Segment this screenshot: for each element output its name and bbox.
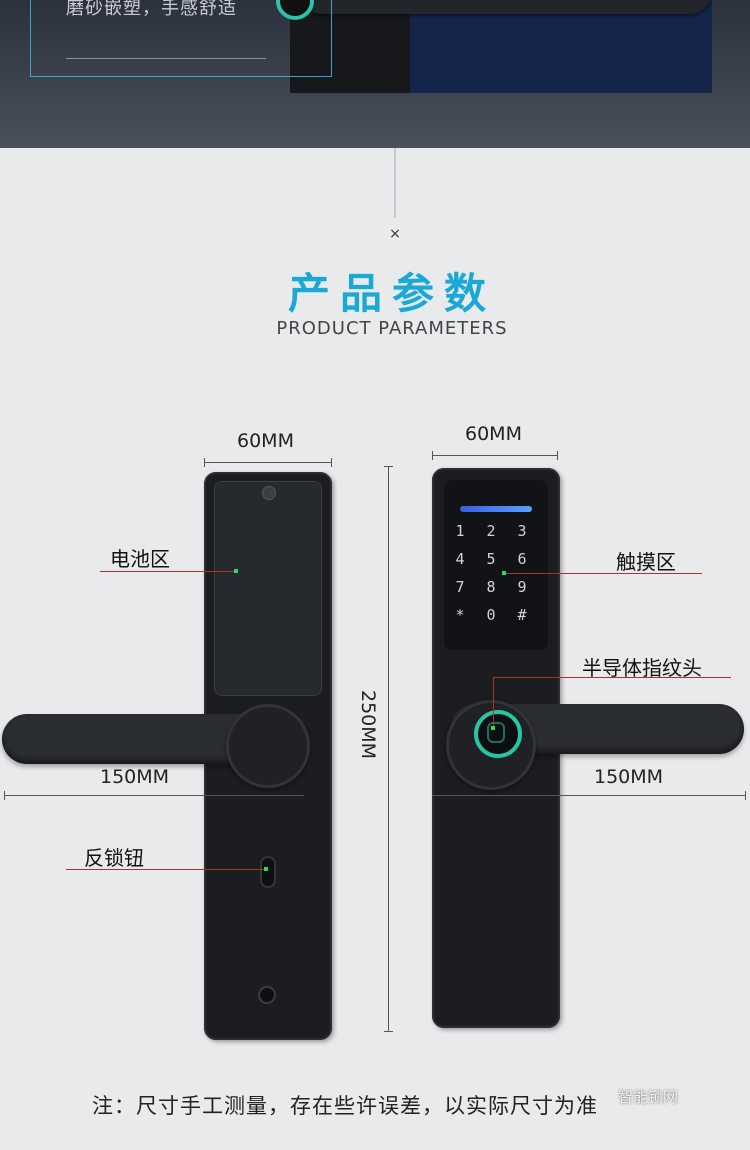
caption-frame [30, 0, 332, 77]
section-subtitle: PRODUCT PARAMETERS [276, 318, 508, 339]
back-handle-rosette [226, 704, 310, 788]
front-width-label: 60MM [465, 423, 522, 445]
battery-area-label: 电池区 [110, 547, 170, 571]
keypad-key: 1 [455, 522, 465, 540]
keypad-key: 7 [455, 578, 465, 596]
battery-cover [214, 481, 322, 696]
knob-pointer-dot [264, 867, 268, 871]
battery-pointer-line [100, 571, 236, 572]
back-width-line [204, 462, 332, 463]
height-line [388, 466, 389, 1032]
back-handle-length-label: 150MM [100, 766, 170, 788]
measurement-note: 注：尺寸手工测量，存在些许误差，以实际尺寸为准 [92, 1094, 598, 1118]
anti-lock-knob-label: 反锁钮 [84, 846, 144, 870]
watermark: 智能锁网 [618, 1088, 679, 1106]
front-handle-length-label: 150MM [594, 766, 664, 788]
keyhole-icon [260, 988, 274, 1002]
card-indicator-bar [460, 506, 532, 512]
fingerprint-ring [474, 710, 522, 758]
height-label: 250MM [357, 690, 379, 760]
back-handle-length-line [4, 795, 304, 796]
keypad-key: 9 [517, 578, 527, 596]
fingerprint-pointer-dot [491, 726, 495, 730]
dim-tick [4, 791, 5, 800]
lock-handle-photo [300, 0, 712, 14]
fingerprint-pointer-vline [493, 677, 494, 727]
battery-pointer-dot [234, 569, 238, 573]
keypad-key: 3 [517, 522, 527, 540]
keypad-key: 0 [486, 606, 496, 624]
dim-tick [331, 458, 332, 467]
keypad-key: # [517, 606, 527, 624]
separator-mark: × [389, 226, 401, 242]
anti-lock-knob [262, 858, 274, 886]
touch-pointer-dot [502, 571, 506, 575]
dim-tick [384, 1031, 393, 1032]
keypad-key: 2 [486, 522, 496, 540]
section-title: 产品参数 [287, 269, 496, 318]
touch-pointer-line [504, 573, 702, 574]
fingerprint-pointer-line [493, 677, 731, 678]
knob-pointer-line [66, 869, 266, 870]
top-caption: 磨砂嵌塑，手感舒适 [66, 0, 237, 19]
lock-photo [290, 0, 410, 93]
fingerprint-head-label: 半导体指纹头 [582, 656, 702, 680]
dim-tick [432, 451, 433, 460]
dim-tick [557, 451, 558, 460]
back-width-label: 60MM [237, 430, 294, 452]
keypad-key: * [455, 606, 465, 624]
keypad-key: 6 [517, 550, 527, 568]
top-banner: 磨砂嵌塑，手感舒适 [0, 0, 750, 148]
section-connector-line [394, 148, 396, 218]
fingerprint-icon [487, 722, 505, 743]
top-dark-panel [398, 0, 712, 93]
dim-tick [204, 458, 205, 467]
caption-underline [66, 58, 266, 59]
dim-tick [745, 791, 746, 800]
keypad-key: 5 [486, 550, 496, 568]
keypad-key: 8 [486, 578, 496, 596]
front-width-line [432, 455, 558, 456]
dim-tick [384, 466, 393, 467]
touch-area-label: 触摸区 [616, 550, 676, 574]
keypad-key: 4 [455, 550, 465, 568]
front-handle-length-line [432, 795, 746, 796]
screw-icon [262, 486, 276, 500]
